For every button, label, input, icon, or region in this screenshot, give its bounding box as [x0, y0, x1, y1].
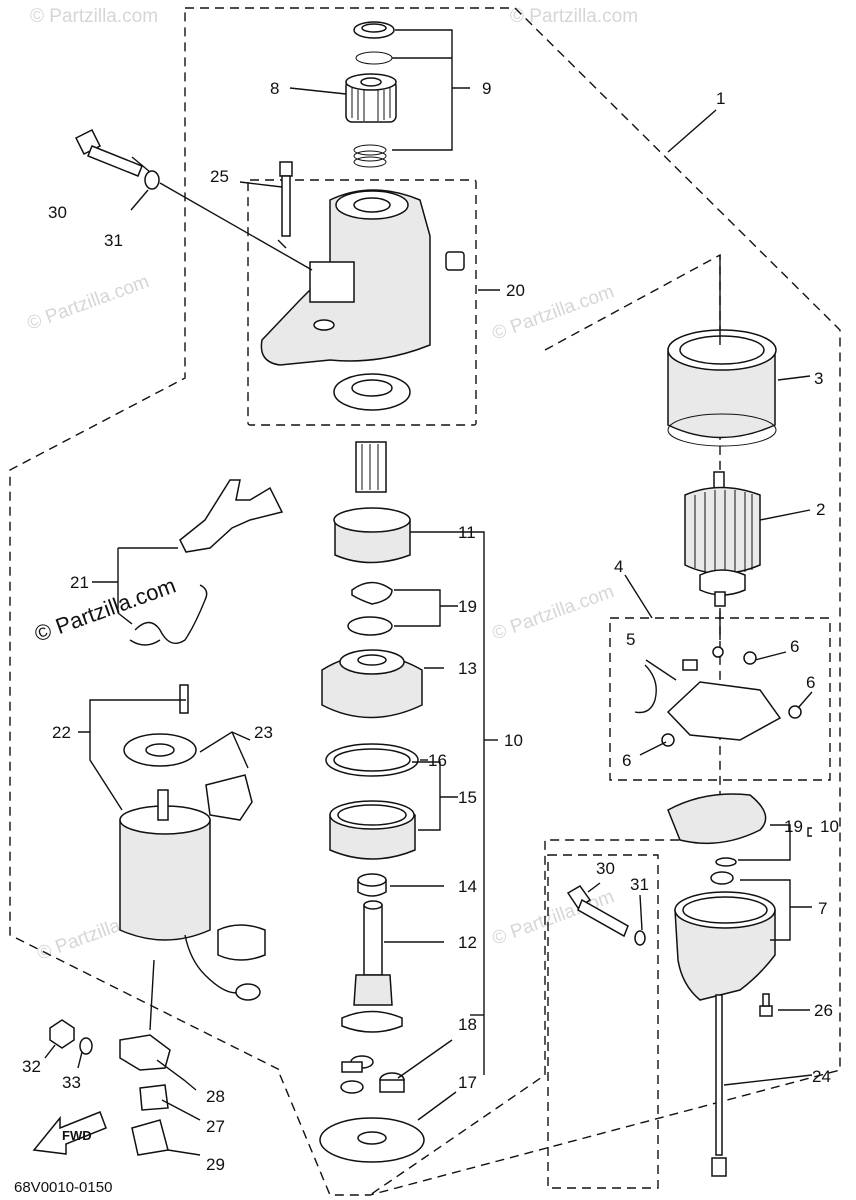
diagram-code: 68V0010-0150	[14, 1179, 112, 1196]
fwd-arrow-icon: FWD	[32, 1111, 107, 1155]
callout-5: 5	[626, 630, 635, 649]
shaft-12	[341, 900, 403, 1033]
boot-23	[205, 774, 266, 961]
watermark: © Partzilla.com	[30, 6, 158, 27]
gear-housing-13	[321, 649, 423, 719]
callout-30b: 30	[596, 859, 615, 878]
callout-6b: 6	[806, 673, 815, 692]
watermark: © Partzilla.com	[510, 6, 638, 27]
callout-21: 21	[70, 573, 89, 592]
through-bolt-24	[711, 994, 727, 1177]
washer-19	[347, 616, 393, 636]
armature-2	[684, 471, 761, 607]
callout-4: 4	[614, 557, 623, 576]
brush-holder-assembly	[634, 646, 802, 747]
starter-housing-20	[260, 189, 465, 411]
callout-8: 8	[270, 79, 279, 98]
callout-29: 29	[206, 1155, 225, 1174]
end-cover	[674, 891, 776, 1001]
callout-7: 7	[818, 899, 827, 918]
callout-11: 11	[458, 523, 476, 542]
plate-17	[319, 1117, 425, 1163]
bracket-box-30	[547, 854, 659, 1189]
bracket-mark	[807, 827, 812, 837]
callout-18: 18	[458, 1015, 477, 1034]
watermark-prominent: © Partzilla.com	[31, 573, 179, 647]
callout-31b: 31	[630, 875, 649, 894]
terminal-hardware	[49, 1019, 171, 1156]
callout-25: 25	[210, 167, 229, 186]
callout-13: 13	[458, 659, 477, 678]
callout-2: 2	[816, 500, 825, 519]
callout-6a: 6	[790, 637, 799, 656]
callout-15: 15	[458, 788, 477, 807]
callout-30a: 30	[48, 203, 67, 222]
clip-19	[351, 581, 393, 605]
callout-32: 32	[22, 1057, 41, 1076]
bolt-25	[279, 161, 293, 237]
housing-group-box-20	[247, 179, 477, 426]
callout-10b: 10	[820, 817, 839, 836]
ring-gear-15-16	[325, 743, 419, 860]
callout-19b: 19	[784, 817, 803, 836]
fwd-label: FWD	[62, 1128, 92, 1143]
watermark: © Partzilla.com	[25, 271, 152, 335]
callout-12: 12	[458, 933, 477, 952]
watermark: © Partzilla.com	[490, 581, 617, 645]
callout-23: 23	[254, 723, 273, 742]
callout-9: 9	[482, 79, 491, 98]
callout-27: 27	[206, 1117, 225, 1136]
callout-31a: 31	[104, 231, 123, 250]
pinion-gear-8	[345, 73, 397, 123]
callout-22: 22	[52, 723, 71, 742]
assembly-outline-1	[9, 7, 841, 1196]
callout-10a: 10	[504, 731, 523, 750]
callout-28: 28	[206, 1087, 225, 1106]
callout-14: 14	[458, 877, 477, 896]
callout-6c: 6	[622, 751, 631, 770]
bushing-7	[710, 871, 734, 885]
callout-3: 3	[814, 369, 823, 388]
callout-20: 20	[506, 281, 525, 300]
washer-19b	[715, 857, 737, 867]
drive-shaft-11	[333, 441, 411, 564]
planet-gears-18	[340, 1055, 405, 1094]
plate-19	[667, 793, 767, 845]
screw-26	[759, 993, 773, 1017]
callout-16: 16	[428, 751, 447, 770]
bushing-14	[357, 873, 387, 897]
callout-numbers: 1 2 3 4 5 6 6 6 7 8 9 10 10 11 12 13 14 …	[22, 79, 839, 1174]
pinion-stopper-parts-9	[353, 21, 395, 168]
callout-33: 33	[62, 1073, 81, 1092]
leader-lines	[44, 29, 813, 1156]
callout-19a: 19	[458, 597, 477, 616]
yoke-3	[667, 329, 777, 447]
callout-24: 24	[812, 1067, 831, 1086]
bolt-30	[74, 128, 143, 177]
bolt-30b	[566, 885, 629, 938]
callout-1: 1	[716, 89, 725, 108]
shift-lever-21	[129, 479, 284, 646]
washer-31b	[634, 930, 646, 946]
washer-31	[144, 170, 160, 190]
solenoid-22	[119, 684, 261, 1001]
callout-17: 17	[458, 1073, 477, 1092]
callout-26: 26	[814, 1001, 833, 1020]
